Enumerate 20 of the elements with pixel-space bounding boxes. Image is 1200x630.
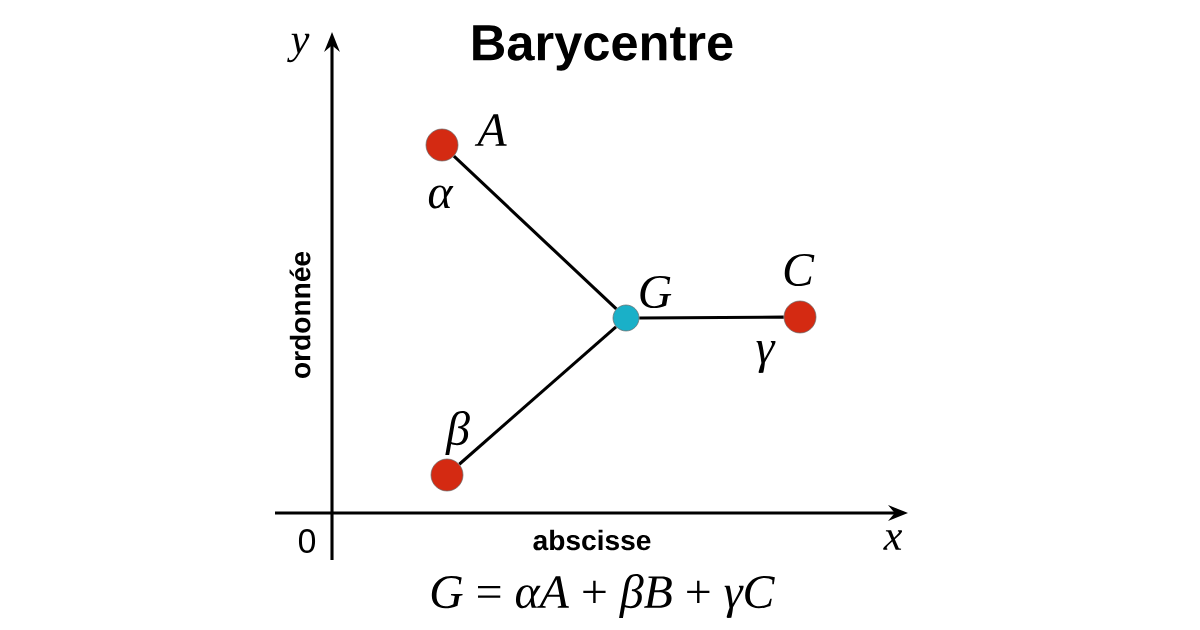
- line-segment: [452, 155, 618, 310]
- point-marker: [430, 458, 464, 492]
- axis-title: ordonnée: [289, 251, 311, 378]
- point-label: G: [640, 275, 672, 309]
- point-marker: [783, 300, 817, 334]
- point-label: β: [445, 411, 470, 455]
- line-segment: [639, 315, 784, 320]
- axis-title: abscisse: [533, 529, 651, 551]
- line-segment: [458, 325, 617, 466]
- point-label: α: [428, 185, 454, 209]
- formula: G = αA + βB + γC: [431, 574, 775, 618]
- point-marker: [425, 128, 459, 162]
- title: Barycentre: [473, 25, 733, 71]
- origin-label: 0: [298, 529, 316, 553]
- axis-label: x: [883, 530, 903, 550]
- point-label: γ: [756, 340, 776, 374]
- axis-label: y: [287, 33, 310, 63]
- point-label: C: [784, 253, 815, 287]
- point-marker: [612, 304, 640, 332]
- point-label: A: [474, 114, 507, 146]
